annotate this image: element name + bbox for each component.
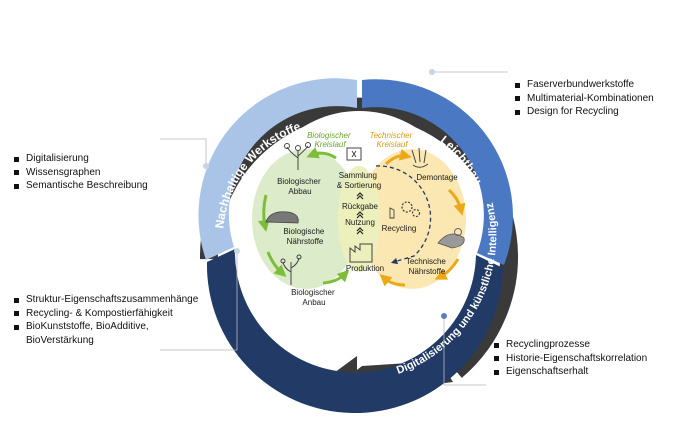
orange-cycle-arrows bbox=[379, 148, 466, 287]
label-technische-naehrstoffe: Technische Nährstoffe bbox=[406, 257, 448, 276]
dashed-cycle bbox=[375, 165, 432, 265]
list-item: Recyclingprozesse bbox=[492, 338, 647, 352]
list-item: Design for Recycling bbox=[513, 105, 654, 119]
label-produktion: Produktion bbox=[346, 264, 384, 273]
hand-icon bbox=[411, 147, 429, 168]
list-leichtbau: Faserverbundwerkstoffe Multimaterial-Kom… bbox=[513, 78, 654, 119]
list-item: Digitalisierung bbox=[12, 152, 148, 166]
chevrons-up-icon bbox=[356, 192, 364, 235]
list-item: Struktur-Eigenschaftszusammenhänge bbox=[12, 293, 198, 307]
label-recycling-segment: Recycling bbox=[327, 331, 388, 346]
green-cycle-arrows bbox=[257, 147, 350, 285]
gear-icon bbox=[389, 201, 421, 219]
list-digitalisierung: Digitalisierung Wissensgraphen Semantisc… bbox=[12, 152, 148, 193]
factory-icon bbox=[349, 243, 373, 263]
granulate-icon bbox=[437, 228, 465, 249]
leader-dots bbox=[203, 69, 447, 319]
list-item: Semantische Beschreibung bbox=[12, 179, 148, 193]
label-recycling-inner: Recycling bbox=[382, 224, 417, 233]
segment-leichtbau bbox=[362, 79, 513, 265]
label-biologischer-kreislauf: Biologischer Kreislauf bbox=[307, 131, 353, 149]
sprout-icon bbox=[280, 254, 302, 285]
list-item: Faserverbundwerkstoffe bbox=[513, 78, 654, 92]
list-item: Multimaterial-Kombinationen bbox=[513, 92, 654, 106]
label-biologischer-abbau: Biologischer Abbau bbox=[277, 177, 323, 196]
label-rueckgabe: Rückgabe bbox=[342, 202, 379, 211]
leader-lines bbox=[160, 71, 508, 386]
overlap-area bbox=[338, 166, 380, 272]
recycling-bin-icon bbox=[346, 147, 362, 161]
label-nutzung: Nutzung bbox=[345, 218, 375, 227]
label-demontage: Demontage bbox=[416, 173, 458, 182]
label-technischer-kreislauf: Technischer Kreislauf bbox=[369, 131, 414, 149]
tech-cycle-area bbox=[358, 149, 466, 289]
list-item-continuation: BioVerstärkung bbox=[26, 334, 94, 346]
label-biologischer-anbau: Biologischer Anbau bbox=[291, 288, 337, 307]
segment-nachhaltige-werkstoffe bbox=[198, 78, 357, 260]
list-item: Wissensgraphen bbox=[12, 166, 148, 180]
list-item: Eigenschaftserhalt bbox=[492, 365, 647, 379]
list-nachhaltige-werkstoffe: Struktur-Eigenschaftszusammenhänge Recyc… bbox=[12, 293, 198, 347]
list-item: BioKunststoffe, BioAdditive, bbox=[12, 320, 198, 334]
segment-recycling bbox=[206, 249, 503, 414]
list-recycling: Recyclingprozesse Historie-Eigenschaftsk… bbox=[492, 338, 647, 379]
list-item: Recycling- & Kompostierfähigkeit bbox=[12, 307, 198, 321]
plant-icon bbox=[284, 142, 311, 170]
bio-cycle-area bbox=[252, 149, 360, 289]
soil-icon bbox=[265, 211, 299, 224]
label-sammlung-sortierung: Sammlung & Sortierung bbox=[337, 171, 381, 190]
list-item: Historie-Eigenschaftskorrelation bbox=[492, 352, 647, 366]
label-biologische-naehrstoffe: Biologische Nährstoffe bbox=[283, 227, 326, 246]
